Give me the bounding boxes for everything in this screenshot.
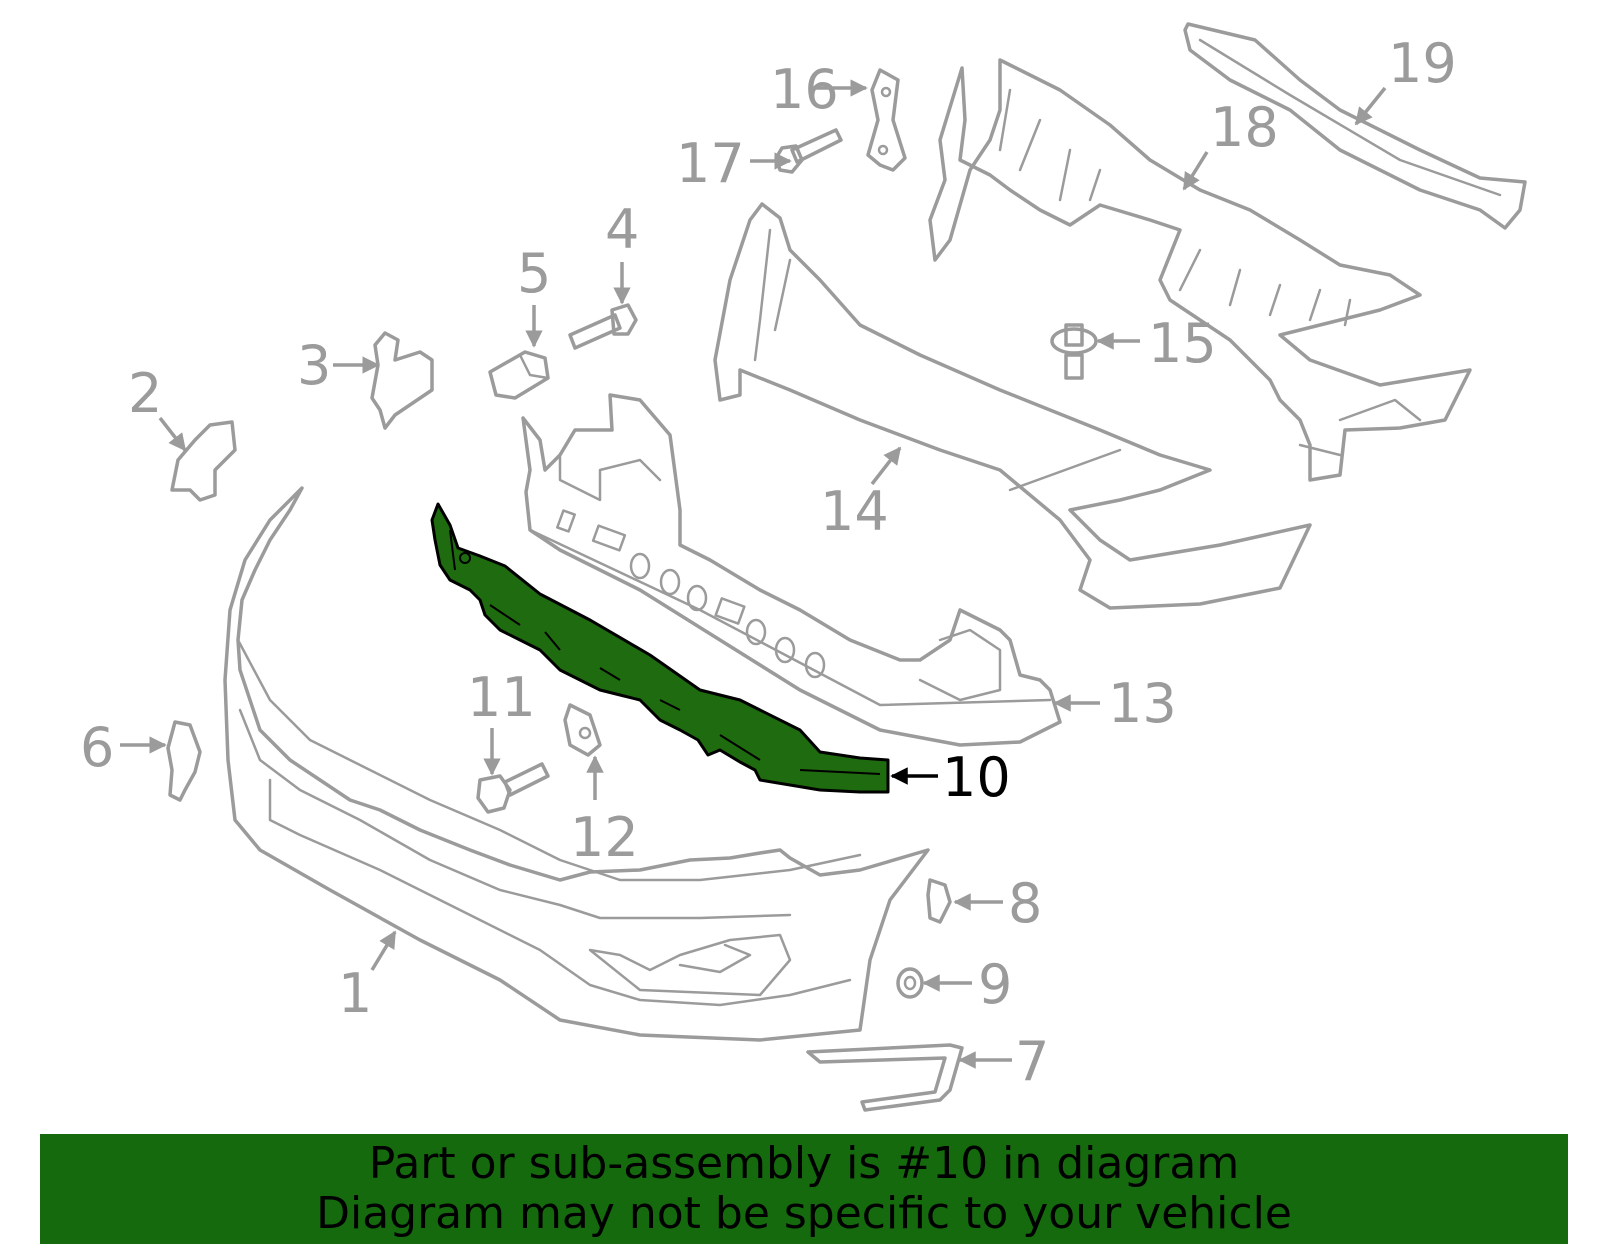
callout-13: 13 <box>1108 672 1177 735</box>
callout-labels: 1 2 3 4 5 6 7 8 9 10 11 12 13 14 15 16 1… <box>80 32 1457 1093</box>
part-8-clip <box>926 878 952 924</box>
callout-2: 2 <box>128 362 162 425</box>
callout-16: 16 <box>770 58 839 121</box>
part-1-bumper-cover <box>223 486 930 1042</box>
info-banner: Part or sub-assembly is #10 in diagram D… <box>40 1134 1568 1244</box>
callout-17: 17 <box>676 132 745 195</box>
part-9-nut <box>896 967 924 999</box>
part-10-energy-absorber <box>430 502 890 794</box>
callout-8: 8 <box>1008 872 1042 935</box>
part-3-bracket <box>370 331 434 430</box>
part-17-bolt <box>774 128 843 174</box>
part-5-nut <box>488 350 550 400</box>
banner-line-1: Part or sub-assembly is #10 in diagram <box>368 1138 1240 1189</box>
callout-11: 11 <box>467 666 536 729</box>
part-19-upper-tie-bar <box>1183 22 1527 230</box>
part-6-bracket <box>166 720 202 802</box>
part-18-radiator-support <box>928 58 1472 482</box>
banner-line-2: Diagram may not be specific to your vehi… <box>316 1188 1292 1239</box>
part-4-bolt <box>568 303 638 350</box>
callout-5: 5 <box>517 242 551 305</box>
callout-3: 3 <box>297 334 331 397</box>
callout-15: 15 <box>1148 312 1217 375</box>
part-2-bracket <box>170 420 237 502</box>
callout-10: 10 <box>942 746 1011 809</box>
part-11-bolt <box>476 762 550 814</box>
part-13-reinforcement <box>521 393 1062 747</box>
callout-14: 14 <box>820 480 889 543</box>
callout-18: 18 <box>1210 96 1279 159</box>
part-15-push-pin <box>1050 323 1098 380</box>
callout-leaders <box>120 79 1387 1069</box>
callout-7: 7 <box>1015 1030 1049 1093</box>
callout-4: 4 <box>605 198 639 261</box>
callout-1: 1 <box>338 962 372 1025</box>
callout-19: 19 <box>1388 32 1457 95</box>
callout-12: 12 <box>570 806 639 869</box>
part-16-bracket <box>866 68 907 172</box>
part-14-upper-cover <box>713 202 1312 610</box>
part-12-nut <box>563 703 602 757</box>
part-7-trim <box>806 1043 964 1112</box>
callout-9: 9 <box>978 953 1012 1016</box>
callout-6: 6 <box>80 716 114 779</box>
